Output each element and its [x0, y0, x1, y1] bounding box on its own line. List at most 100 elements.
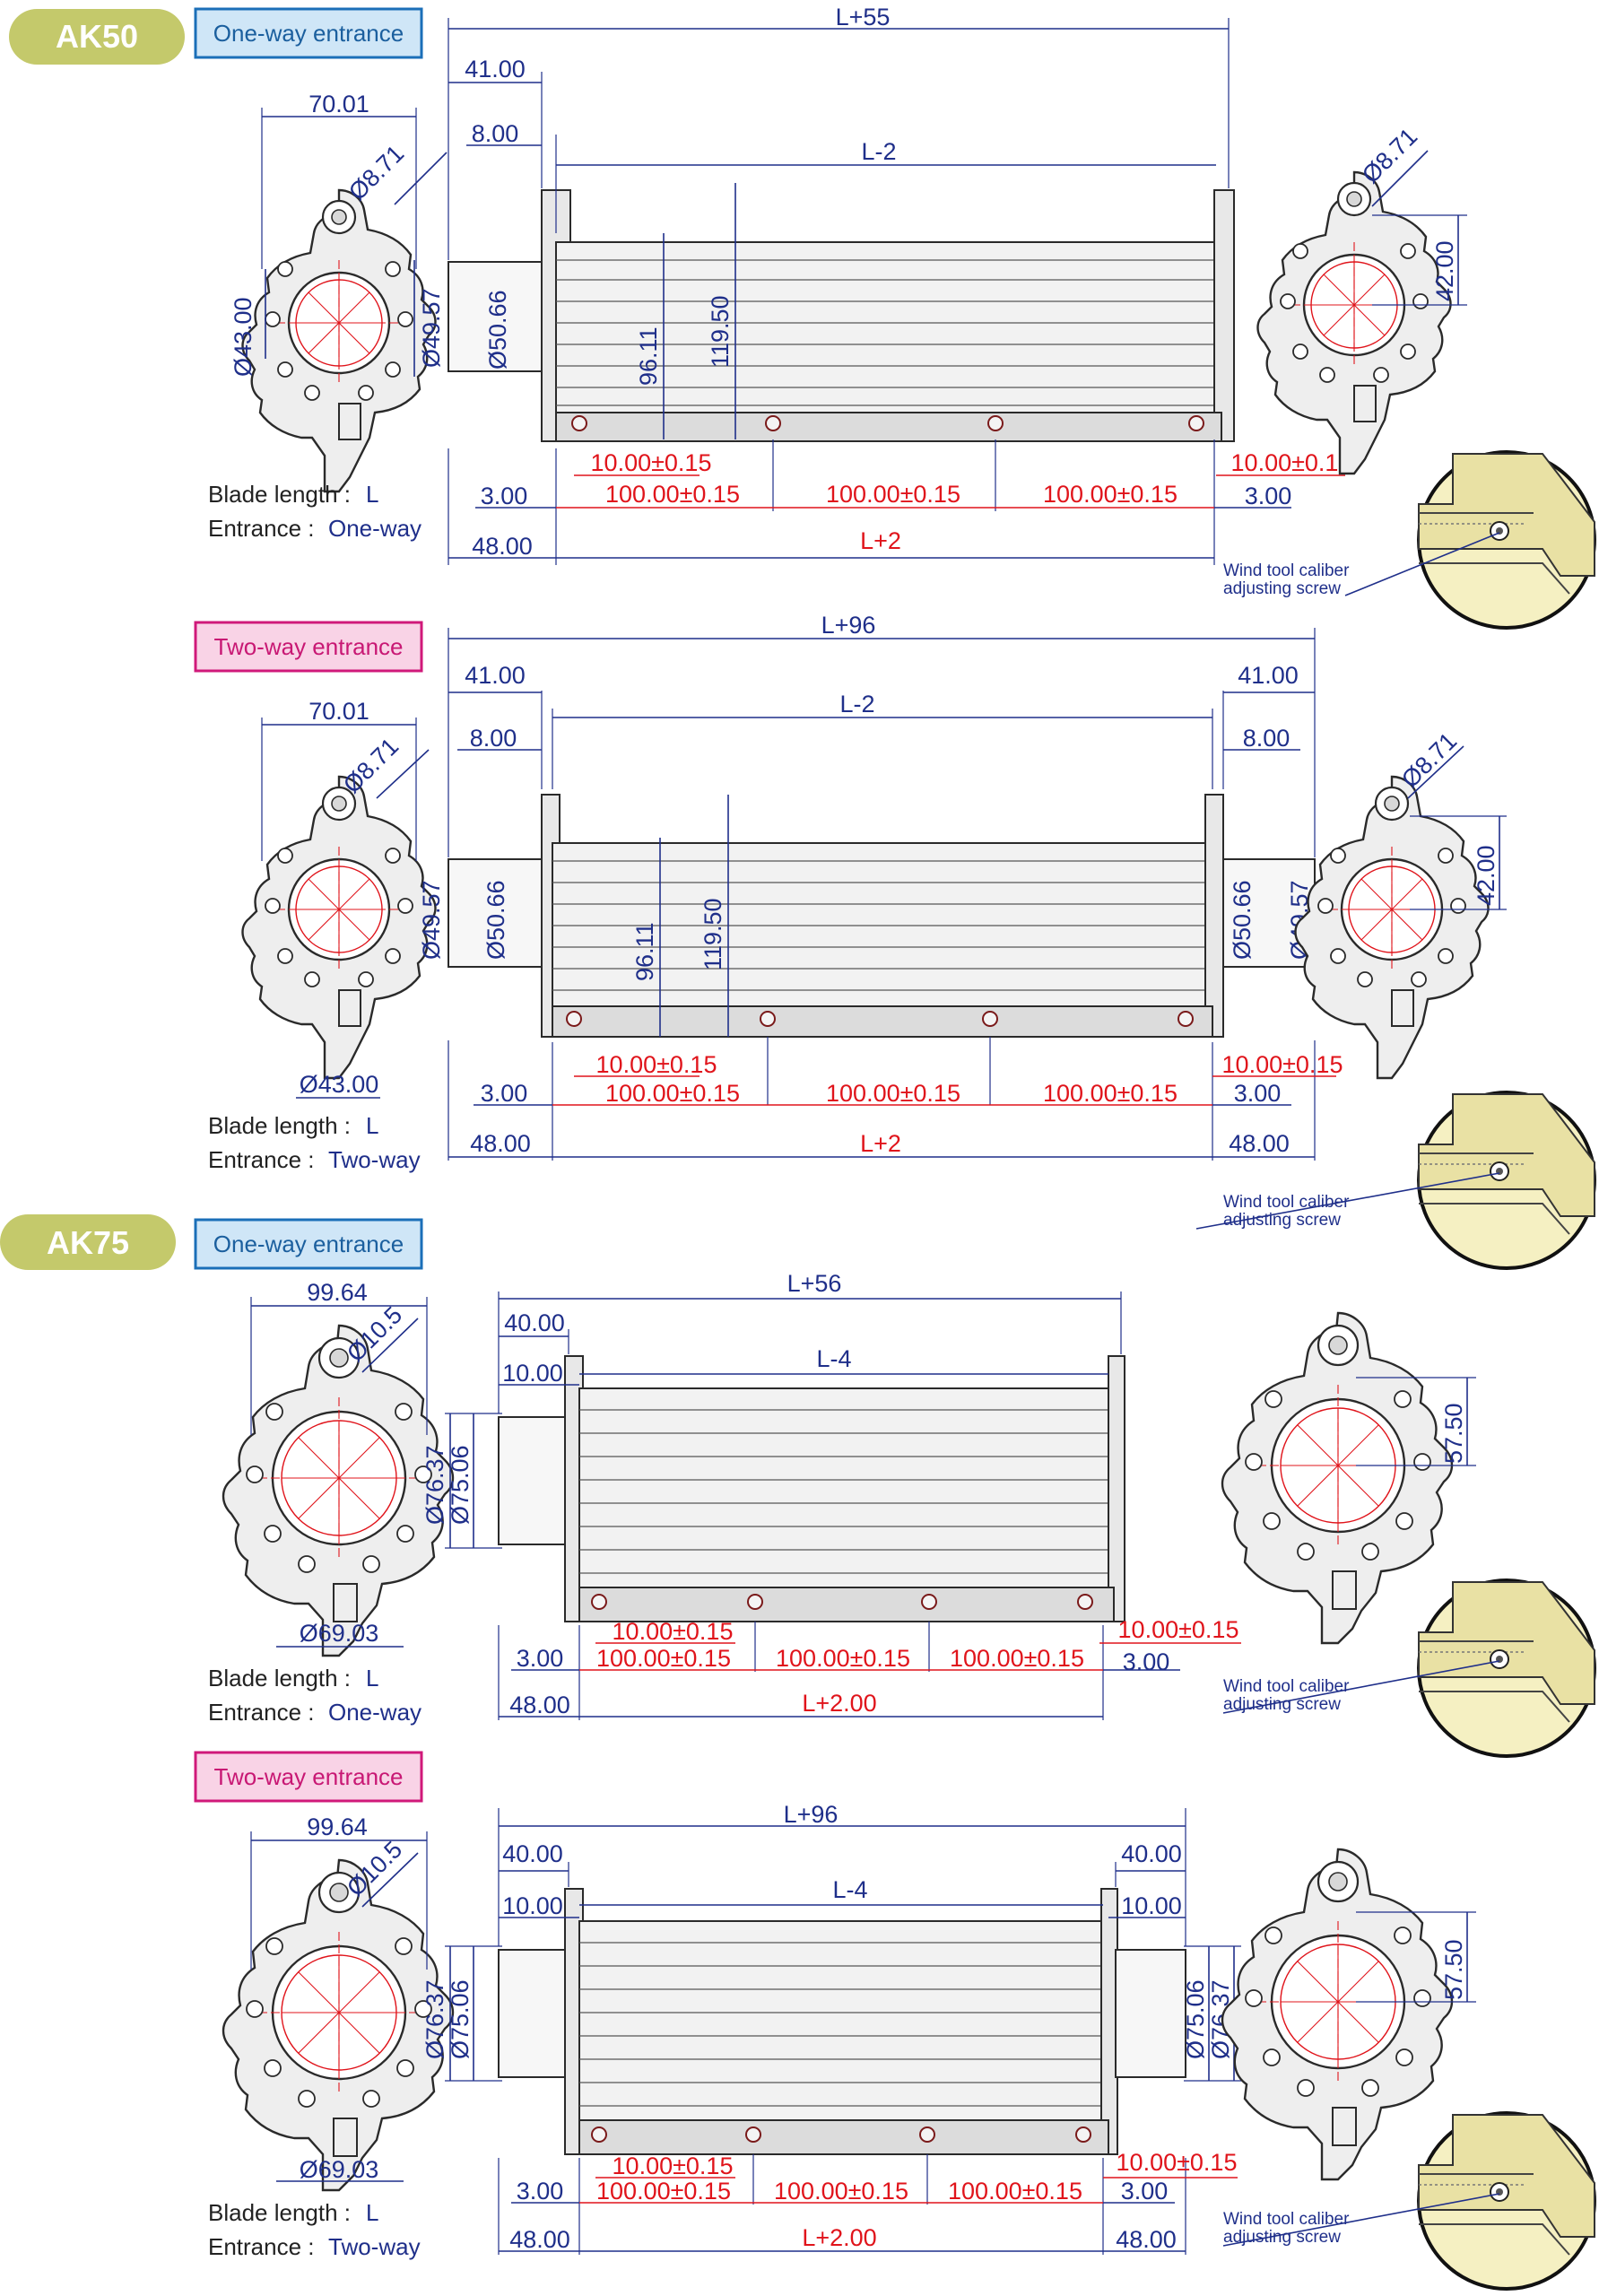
dim-end-left: 3.00: [517, 2178, 564, 2205]
blade-strip: [552, 1005, 1213, 1038]
section-ak50-twoway: Two-way entrance 70.01 Ø8.71 Ø43.00 Ø49.…: [194, 612, 1596, 1270]
flange-end-view-right: [1294, 775, 1490, 1080]
dim-right-h: 57.50: [1440, 1403, 1467, 1464]
note-line-2: adjusting screw: [1223, 1211, 1341, 1230]
dim-end-right: 3.00: [1234, 1080, 1282, 1107]
dim-hole-dia: Ø8.71: [343, 140, 409, 205]
entrance-box: [194, 621, 423, 673]
blower-body: [552, 842, 1213, 1014]
dim-dia-c: Ø50.66: [484, 290, 511, 370]
dim-dia-c: Ø75.06: [447, 1979, 474, 2059]
dim-dia-c: Ø75.06: [447, 1445, 474, 1525]
dim-dia-a: Ø69.03: [300, 1620, 379, 1647]
dim-right-h: 57.50: [1440, 1939, 1467, 2000]
tol-right: 10.00±0.15: [1118, 1616, 1239, 1643]
entrance-box: [194, 7, 423, 59]
tol-right: 10.00±0.15: [1231, 449, 1352, 476]
entrance-value: One-way: [328, 1699, 421, 1726]
blower-body: [578, 1387, 1115, 1596]
flange-end-view-left: [241, 188, 437, 493]
dim-inner: L-4: [816, 1345, 851, 1372]
end-cap-right: [1204, 794, 1224, 1038]
dim-right-gap: 10.00: [1121, 1892, 1182, 1919]
dim-overall: L+96: [784, 1801, 839, 1828]
pitch-3: 100.00±0.15: [1043, 1080, 1178, 1107]
entrance-value: Two-way: [328, 2233, 421, 2260]
dim-dia-b: Ø76.37: [421, 1445, 448, 1525]
section-ak50-oneway: AK50 One-way entrance 70.01 Ø8.71 Ø43.00…: [9, 4, 1596, 630]
entrance-box-label: Two-way entrance: [214, 633, 404, 660]
dim-left-offset: 40.00: [504, 1309, 565, 1336]
dim-base-mid: L+2.00: [802, 1690, 876, 1717]
screw-detail-zoom: [1417, 450, 1596, 630]
model-label: AK50: [56, 18, 138, 55]
dim-overall: L+56: [787, 1270, 842, 1297]
end-cap-right: [1213, 189, 1235, 442]
entrance-box: [194, 1751, 423, 1803]
dim-dia-b: Ø49.57: [418, 880, 445, 960]
dim-inner: L-4: [832, 1876, 867, 1903]
blower-body: [555, 241, 1222, 422]
pitch-2: 100.00±0.15: [826, 1080, 960, 1107]
dim-dia-b: Ø49.57: [418, 288, 445, 368]
flange-end-view-right: [1221, 1311, 1454, 1645]
tol-left: 10.00±0.15: [596, 1051, 717, 1078]
dim-base-right: 48.00: [1229, 1130, 1290, 1157]
inlet-tube: [498, 1416, 569, 1545]
dim-inner: L-2: [861, 138, 896, 165]
note-line-1: Wind tool caliber: [1223, 2210, 1350, 2229]
blade-length-label: Blade length :: [208, 1112, 351, 1139]
note-line-2: adjusting screw: [1223, 2228, 1341, 2247]
flange-end-view-left: [222, 1858, 455, 2192]
dim-left-offset: 40.00: [502, 1840, 563, 1867]
dim-end-right: 3.00: [1121, 2178, 1169, 2205]
screw-detail-zoom: [1417, 2111, 1596, 2291]
dim-right-offset: 41.00: [1238, 662, 1299, 689]
tol-left: 10.00±0.15: [613, 2152, 734, 2179]
dim-inner: L-2: [839, 691, 874, 718]
dim-hole-dia-right: Ø8.71: [1396, 727, 1462, 793]
inlet-tube-right: [1222, 858, 1316, 968]
blade-strip: [555, 412, 1222, 442]
dim-right-h: 42.00: [1473, 845, 1499, 906]
entrance-box: [194, 1218, 423, 1270]
entrance-value: Two-way: [328, 1146, 421, 1173]
dim-base-mid: L+2: [860, 1130, 901, 1157]
blade-length-value: L: [366, 2199, 378, 2226]
pitch-1: 100.00±0.15: [605, 481, 740, 508]
dim-left-offset: 41.00: [465, 662, 526, 689]
inlet-tube-left: [498, 1949, 569, 2078]
entrance-label: Entrance :: [208, 1699, 315, 1726]
dim-left-gap: 10.00: [502, 1360, 563, 1387]
pitch-3: 100.00±0.15: [948, 2178, 1082, 2205]
dim-left-offset: 41.00: [465, 56, 526, 83]
dim-base-left: 48.00: [509, 1692, 570, 1718]
end-cap-right: [1108, 1355, 1125, 1622]
note-line-1: Wind tool caliber: [1223, 1193, 1350, 1212]
blade-length-label: Blade length :: [208, 1665, 351, 1692]
entrance-label: Entrance :: [208, 2233, 315, 2260]
dim-hole-dia-right: Ø8.71: [1357, 123, 1422, 188]
dim-h2: 119.50: [700, 898, 726, 970]
model-badge: [0, 1214, 176, 1270]
dim-end-left: 3.00: [481, 1080, 528, 1107]
dim-left-gap: 8.00: [470, 725, 517, 752]
pitch-1: 100.00±0.15: [605, 1080, 740, 1107]
model-label: AK75: [47, 1224, 129, 1261]
dim-right-gap: 8.00: [1243, 725, 1290, 752]
inlet-tube-right: [1115, 1949, 1186, 2078]
note-line-1: Wind tool caliber: [1223, 561, 1350, 580]
dim-left-gap: 10.00: [502, 1892, 563, 1919]
dim-end-left: 3.00: [481, 483, 528, 509]
dim-h2: 119.50: [707, 295, 734, 368]
dim-width-top: 70.01: [309, 698, 369, 725]
inlet-tube-left: [448, 858, 543, 968]
dim-hole-dia: Ø8.71: [338, 733, 404, 798]
tol-right: 10.00±0.15: [1222, 1051, 1343, 1078]
dim-dia-a: Ø43.00: [230, 297, 256, 377]
dim-width-top: 99.64: [307, 1813, 368, 1840]
blower-body: [578, 1920, 1109, 2128]
flange-end-view-right: [1221, 1848, 1454, 2181]
dim-h1: 96.11: [635, 326, 662, 386]
